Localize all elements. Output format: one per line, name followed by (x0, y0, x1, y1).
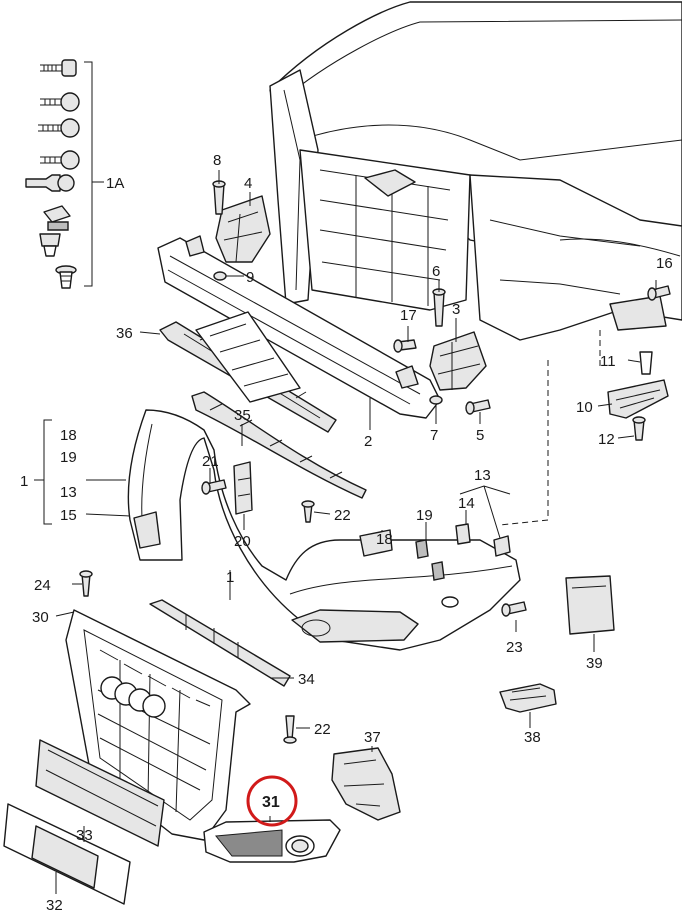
callout-34: 34 (298, 671, 315, 688)
air-guide-35 (191, 391, 367, 499)
callout-13-left: 13 (60, 484, 77, 501)
fasteners (79, 180, 671, 744)
impact-absorber (159, 311, 337, 433)
callout-21: 21 (202, 453, 219, 470)
callout-7: 7 (430, 427, 438, 444)
callout-31: 31 (262, 794, 280, 811)
callout-11: 11 (600, 353, 616, 370)
bracket-37 (331, 747, 401, 821)
callout-23: 23 (506, 639, 523, 656)
highlight-circle (246, 775, 298, 827)
callout-35: 35 (234, 407, 251, 424)
trim-strip (35, 739, 165, 847)
callout-37: 37 (364, 729, 381, 746)
callout-36: 36 (116, 325, 133, 342)
callout-24: 24 (34, 577, 51, 594)
callout-1-left: 1 (20, 473, 28, 490)
callout-39: 39 (586, 655, 603, 672)
hardware-bag-39 (565, 575, 615, 635)
callout-9: 9 (246, 269, 254, 286)
callout-4: 4 (244, 175, 252, 192)
callout-17: 17 (400, 307, 417, 324)
callout-15: 15 (60, 507, 77, 524)
bumper-cover (127, 409, 521, 651)
callout-6: 6 (432, 263, 440, 280)
callout-20: 20 (234, 533, 251, 550)
callout-22-lower: 22 (314, 721, 331, 738)
clips-19-14 (415, 523, 511, 581)
cover-18 (359, 529, 393, 557)
callout-8: 8 (213, 152, 221, 169)
license-plate-holder (3, 803, 131, 905)
callout-18-left: 18 (60, 427, 77, 444)
callout-19-left: 19 (60, 449, 77, 466)
bumper-reinforcement (157, 235, 441, 419)
callout-12: 12 (598, 431, 615, 448)
bracket-38 (499, 683, 557, 713)
callout-10: 10 (576, 399, 593, 416)
leader-lines (34, 170, 657, 894)
callout-32: 32 (46, 897, 63, 914)
callout-19-right: 19 (416, 507, 433, 524)
callout-16: 16 (656, 255, 673, 272)
bracket-4 (215, 195, 271, 263)
bracket-20 (233, 461, 253, 515)
callout-1-front: 1 (226, 569, 234, 586)
callout-1a: 1A (106, 175, 124, 192)
fastener-kit: 1A (25, 59, 124, 289)
callout-13-right: 13 (474, 467, 491, 484)
callout-18-right: 18 (376, 531, 393, 548)
bracket-3 (429, 331, 487, 391)
callout-38: 38 (524, 729, 541, 746)
callout-labels: 8 4 9 6 3 17 7 5 2 16 11 10 12 36 35 18 … (20, 152, 673, 914)
vehicle-front-structure (269, 1, 682, 526)
callout-33: 33 (76, 827, 93, 844)
callout-5: 5 (476, 427, 484, 444)
fog-light-grille (203, 819, 341, 863)
callout-2: 2 (364, 433, 372, 450)
bracket-10 (607, 379, 669, 419)
strip-34 (149, 599, 291, 687)
callout-30: 30 (32, 609, 49, 626)
callout-22-upper: 22 (334, 507, 351, 524)
callout-14: 14 (458, 495, 475, 512)
callout-3: 3 (452, 301, 460, 318)
